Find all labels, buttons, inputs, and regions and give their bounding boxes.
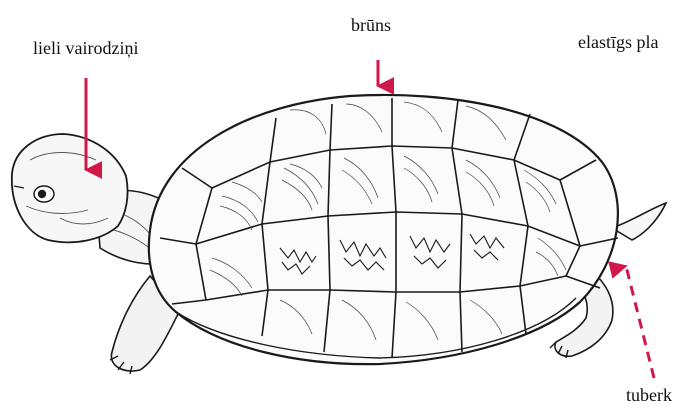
label-brown: brūns [351,16,391,34]
tail [612,203,666,240]
label-tubercles: tuberk [626,386,672,404]
arrow-tubercles [626,266,654,378]
label-large-scutes: lieli vairodziņi [33,39,138,57]
head [12,134,128,242]
label-flexible-plastron: elastīgs pla [578,33,658,51]
carapace [149,95,618,364]
